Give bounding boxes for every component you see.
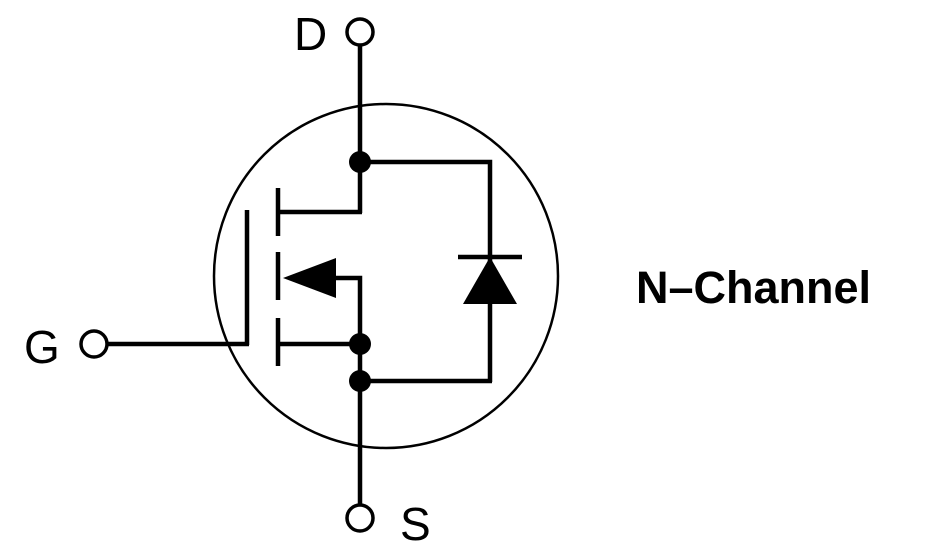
channel-type-label: N–Channel (636, 262, 871, 313)
package-circle (212, 102, 560, 450)
drain-terminal (345, 17, 375, 47)
body-arrow (283, 258, 336, 298)
drain-junction-dot (349, 151, 371, 173)
diode-drain-wire (360, 159, 493, 382)
drain-label: D (294, 8, 327, 60)
gate-label: G (24, 321, 60, 373)
source-terminal (345, 503, 375, 533)
body-diode-triangle (463, 257, 517, 304)
diode-junction-dot (349, 370, 371, 392)
source-junction-dot (349, 333, 371, 355)
source-label: S (400, 498, 431, 550)
gate-terminal (79, 329, 109, 359)
